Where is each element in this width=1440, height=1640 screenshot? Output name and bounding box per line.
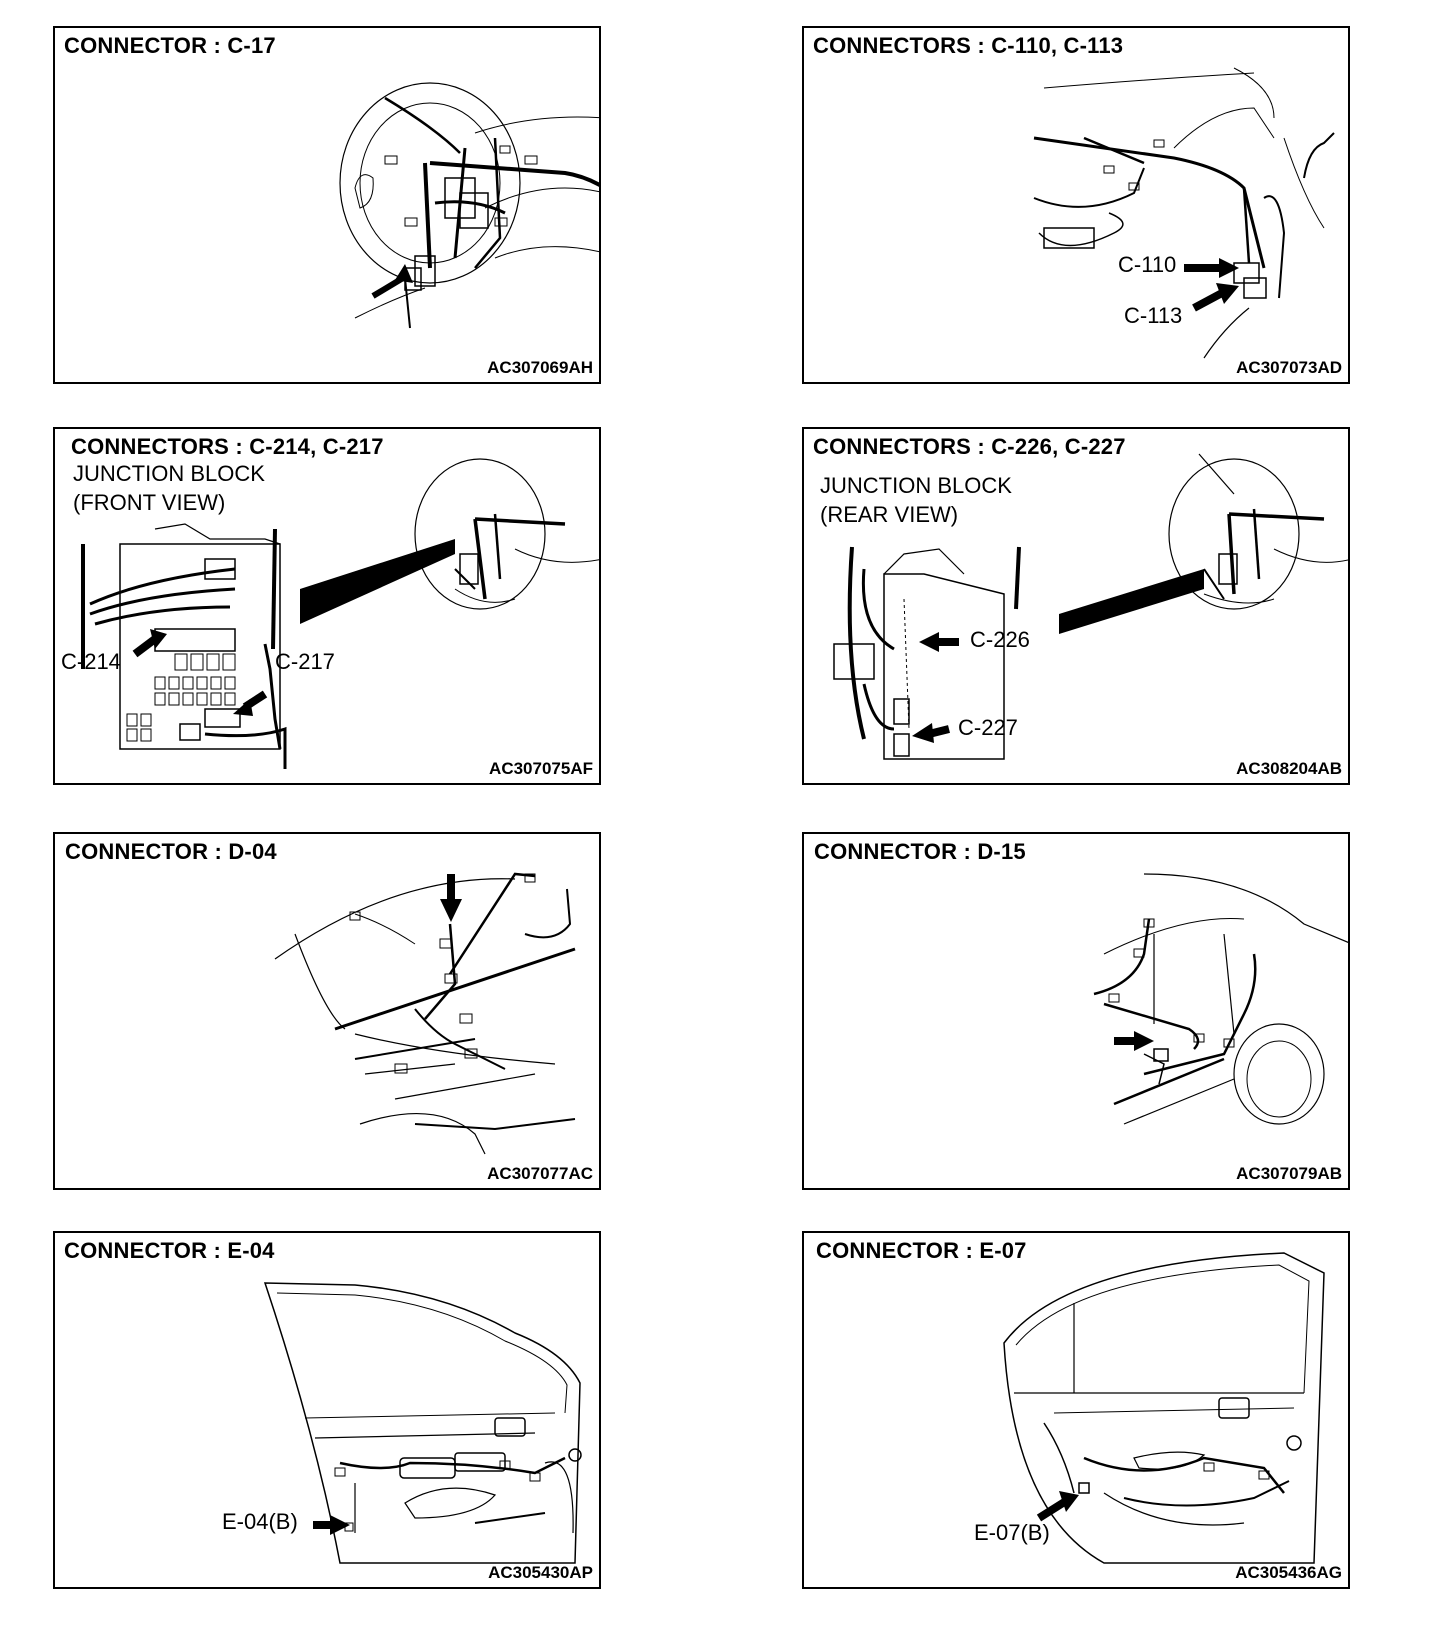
junction-block-front-illustration: [55, 429, 601, 785]
panel-title: CONNECTOR : C-17: [64, 33, 276, 58]
diagram-panel-d15: CONNECTOR : D-15 AC307079AB: [802, 832, 1350, 1190]
figure-code: AC308204AB: [1236, 759, 1342, 778]
windshield-roof-wiring-illustration: [55, 834, 601, 1190]
figure-code: AC307079AB: [1236, 1164, 1342, 1183]
diagram-panel-e07: CONNECTOR : E-07 E-07(B) AC305436AG: [802, 1231, 1350, 1589]
figure-code: AC307069AH: [487, 358, 593, 377]
panel-subtitle: JUNCTION BLOCK (REAR VIEW): [820, 471, 1012, 529]
front-door-wiring-illustration: [55, 1233, 601, 1589]
figure-code: AC307077AC: [487, 1164, 593, 1183]
panel-title: CONNECTOR : E-07: [816, 1238, 1027, 1263]
subtitle-line-1: JUNCTION BLOCK: [73, 461, 265, 486]
panel-title: CONNECTOR : E-04: [64, 1238, 275, 1263]
subtitle-line-2: (FRONT VIEW): [73, 490, 226, 515]
connector-label-c214: C-214: [61, 649, 121, 674]
junction-block-rear-illustration: [804, 429, 1350, 785]
diagram-panel-d04: CONNECTOR : D-04 AC307077AC: [53, 832, 601, 1190]
diagram-panel-c214-c217: CONNECTORS : C-214, C-217 JUNCTION BLOCK…: [53, 427, 601, 785]
figure-code: AC307073AD: [1236, 358, 1342, 377]
connector-label-c110: C-110: [1118, 252, 1177, 277]
panel-title: CONNECTORS : C-226, C-227: [813, 434, 1126, 459]
connector-label-e07b: E-07(B): [974, 1520, 1050, 1545]
figure-code: AC307075AF: [489, 759, 593, 778]
diagram-panel-e04: CONNECTOR : E-04 E-04(B) AC305430AP: [53, 1231, 601, 1589]
panel-title: CONNECTORS : C-110, C-113: [813, 33, 1124, 58]
rear-body-wiring-illustration: [804, 834, 1350, 1190]
panel-title: CONNECTOR : D-15: [814, 839, 1026, 864]
dashboard-wiring-illustration: [55, 28, 601, 384]
dashboard-side-wiring-illustration: [804, 28, 1350, 384]
panel-title: CONNECTOR : D-04: [65, 839, 277, 864]
rear-door-wiring-illustration: [804, 1233, 1350, 1589]
connector-label-c226: C-226: [970, 627, 1030, 652]
subtitle-line-1: JUNCTION BLOCK: [820, 473, 1012, 498]
figure-code: AC305436AG: [1235, 1563, 1342, 1582]
panel-title: CONNECTORS : C-214, C-217: [71, 434, 384, 459]
diagram-panel-c17: CONNECTOR : C-17 AC307069AH: [53, 26, 601, 384]
connector-label-c217: C-217: [275, 649, 335, 674]
connector-label-c113: C-113: [1124, 303, 1183, 328]
subtitle-line-2: (REAR VIEW): [820, 502, 959, 527]
diagram-panel-c226-c227: CONNECTORS : C-226, C-227 JUNCTION BLOCK…: [802, 427, 1350, 785]
figure-code: AC305430AP: [488, 1563, 593, 1582]
connector-label-c227: C-227: [958, 715, 1018, 740]
diagram-panel-c110-c113: CONNECTORS : C-110, C-113 C-110 C-113 AC…: [802, 26, 1350, 384]
panel-subtitle: JUNCTION BLOCK (FRONT VIEW): [73, 459, 265, 517]
connector-label-e04b: E-04(B): [222, 1509, 298, 1534]
